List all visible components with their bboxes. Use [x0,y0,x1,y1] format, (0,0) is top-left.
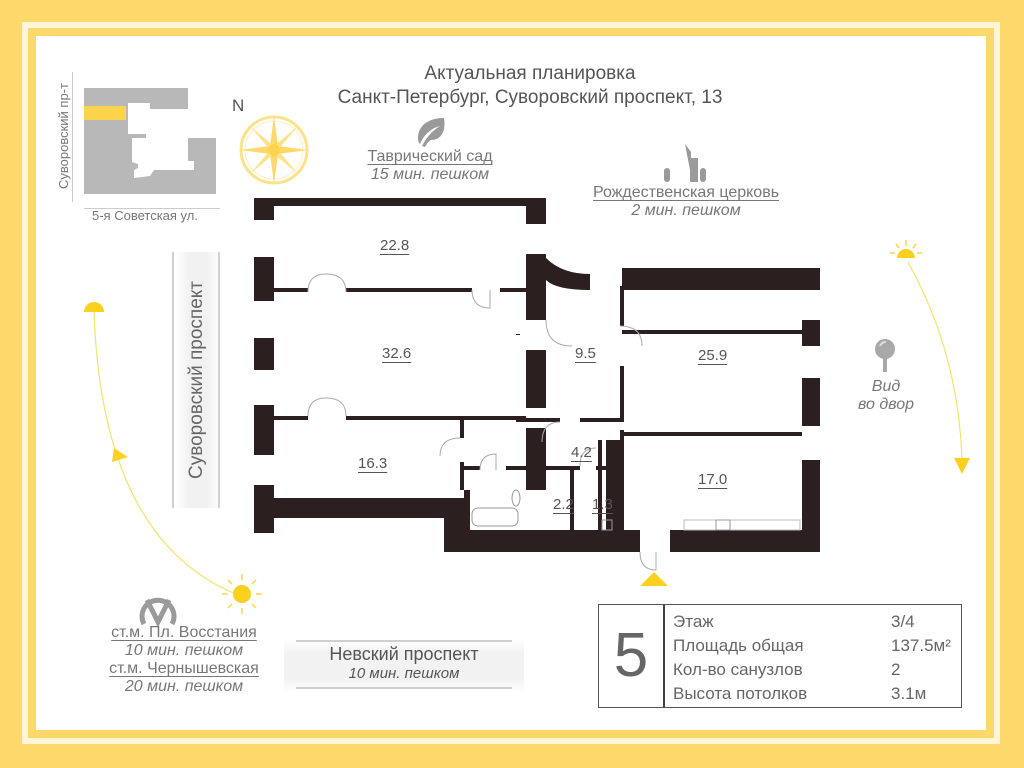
apartment-number: 5 [599,605,665,707]
poi-church[interactable]: Рождественская церковь 2 мин. пешком [556,184,816,220]
title-line-2: Санкт-Петербург, Суворовский проспект, 1… [337,87,723,108]
sunset-icon [897,249,915,258]
room-area-32-6[interactable]: 32.6 [382,345,412,362]
poi-time: 2 мин. пешком [631,202,741,219]
street-left-band [176,252,220,508]
room-area-16-3[interactable]: 16.3 [358,455,388,472]
floor-plan [254,198,820,586]
info-area-label: Площадь общая [673,636,804,655]
minimap-bottom-line [84,208,220,209]
poi-metro[interactable]: ст.м. Пл. Восстания 10 мин. пешком ст.м.… [64,624,304,696]
minimap-street-vertical: Суворовский пр-т [56,83,71,189]
room-area-2-2[interactable]: 2.2 [553,496,574,513]
minimap-street-bottom: 5-я Советская ул. [92,208,198,223]
info-floor-label: Этаж [673,612,714,631]
sun-path-arrow [112,448,128,462]
sun-path-arrow [954,458,970,474]
minimap-building [84,88,216,194]
info-area-value: 137.5м² [891,636,951,655]
street-left-edge-right [218,252,220,508]
entrance-arrow-icon [640,572,668,586]
sunrise-icon [84,302,104,312]
sun-path-right [890,240,970,474]
poi-name[interactable]: Таврический сад [367,148,493,165]
title-line-1: Актуальная планировка [424,63,636,84]
room-area-1-3[interactable]: 1.3 [592,496,613,513]
info-floor-value: 3/4 [891,612,915,631]
sun-path-left [84,302,239,596]
room-area-9-5[interactable]: 9.5 [575,345,596,362]
street-bottom-edge [296,687,512,689]
compass-icon [239,115,309,185]
info-ceiling-value: 3.1м [891,684,927,703]
poi-time: 15 мин. пешком [370,166,490,183]
poi-name[interactable]: ст.м. Чернышевская [109,660,259,677]
page-title: Актуальная планировка Санкт-Петербург, С… [280,62,780,110]
compass-north-label: N [232,96,245,115]
view-label: Вид во двор [838,378,934,414]
poi-name[interactable]: Рождественская церковь [592,184,780,201]
info-bathrooms-label: Кол-во санузлов [673,660,803,679]
minimap-apartment-highlight [84,106,126,120]
room-area-4-2[interactable]: 4.2 [571,444,592,461]
leaf-icon [418,118,445,147]
info-bathrooms-value: 2 [891,660,901,679]
poi-time: 10 мин. пешком [124,642,244,659]
poi-time: 20 мин. пешком [124,678,244,695]
minimap-street-line [56,72,73,202]
view-line-1: Вид [871,378,901,395]
pin-icon [875,339,895,372]
room-area-17-0[interactable]: 17.0 [698,471,728,488]
sun-icon [222,574,262,614]
poi-name[interactable]: ст.м. Пл. Восстания [111,624,257,641]
room-area-22-8[interactable]: 22.8 [380,237,410,254]
room-area-25-9[interactable]: 25.9 [698,347,728,364]
church-icon [664,144,706,182]
street-left-edge [172,252,174,508]
metro-icon [139,597,177,626]
street-bottom-band [284,640,524,692]
poi-tavrichesky[interactable]: Таврический сад 15 мин. пешком [330,148,530,184]
street-bottom-time: 10 мин. пешком [348,665,460,682]
info-ceiling-label: Высота потолков [673,684,808,703]
street-bottom: Невский проспект 10 мин. пешком [284,644,524,682]
view-line-2: во двор [858,396,914,413]
apartment-info-box: 5 Этаж 3/4 Площадь общая 137.5м² Кол-во … [598,604,962,708]
street-bottom-label: Невский проспект [329,644,479,664]
street-bottom-edge [296,640,512,642]
